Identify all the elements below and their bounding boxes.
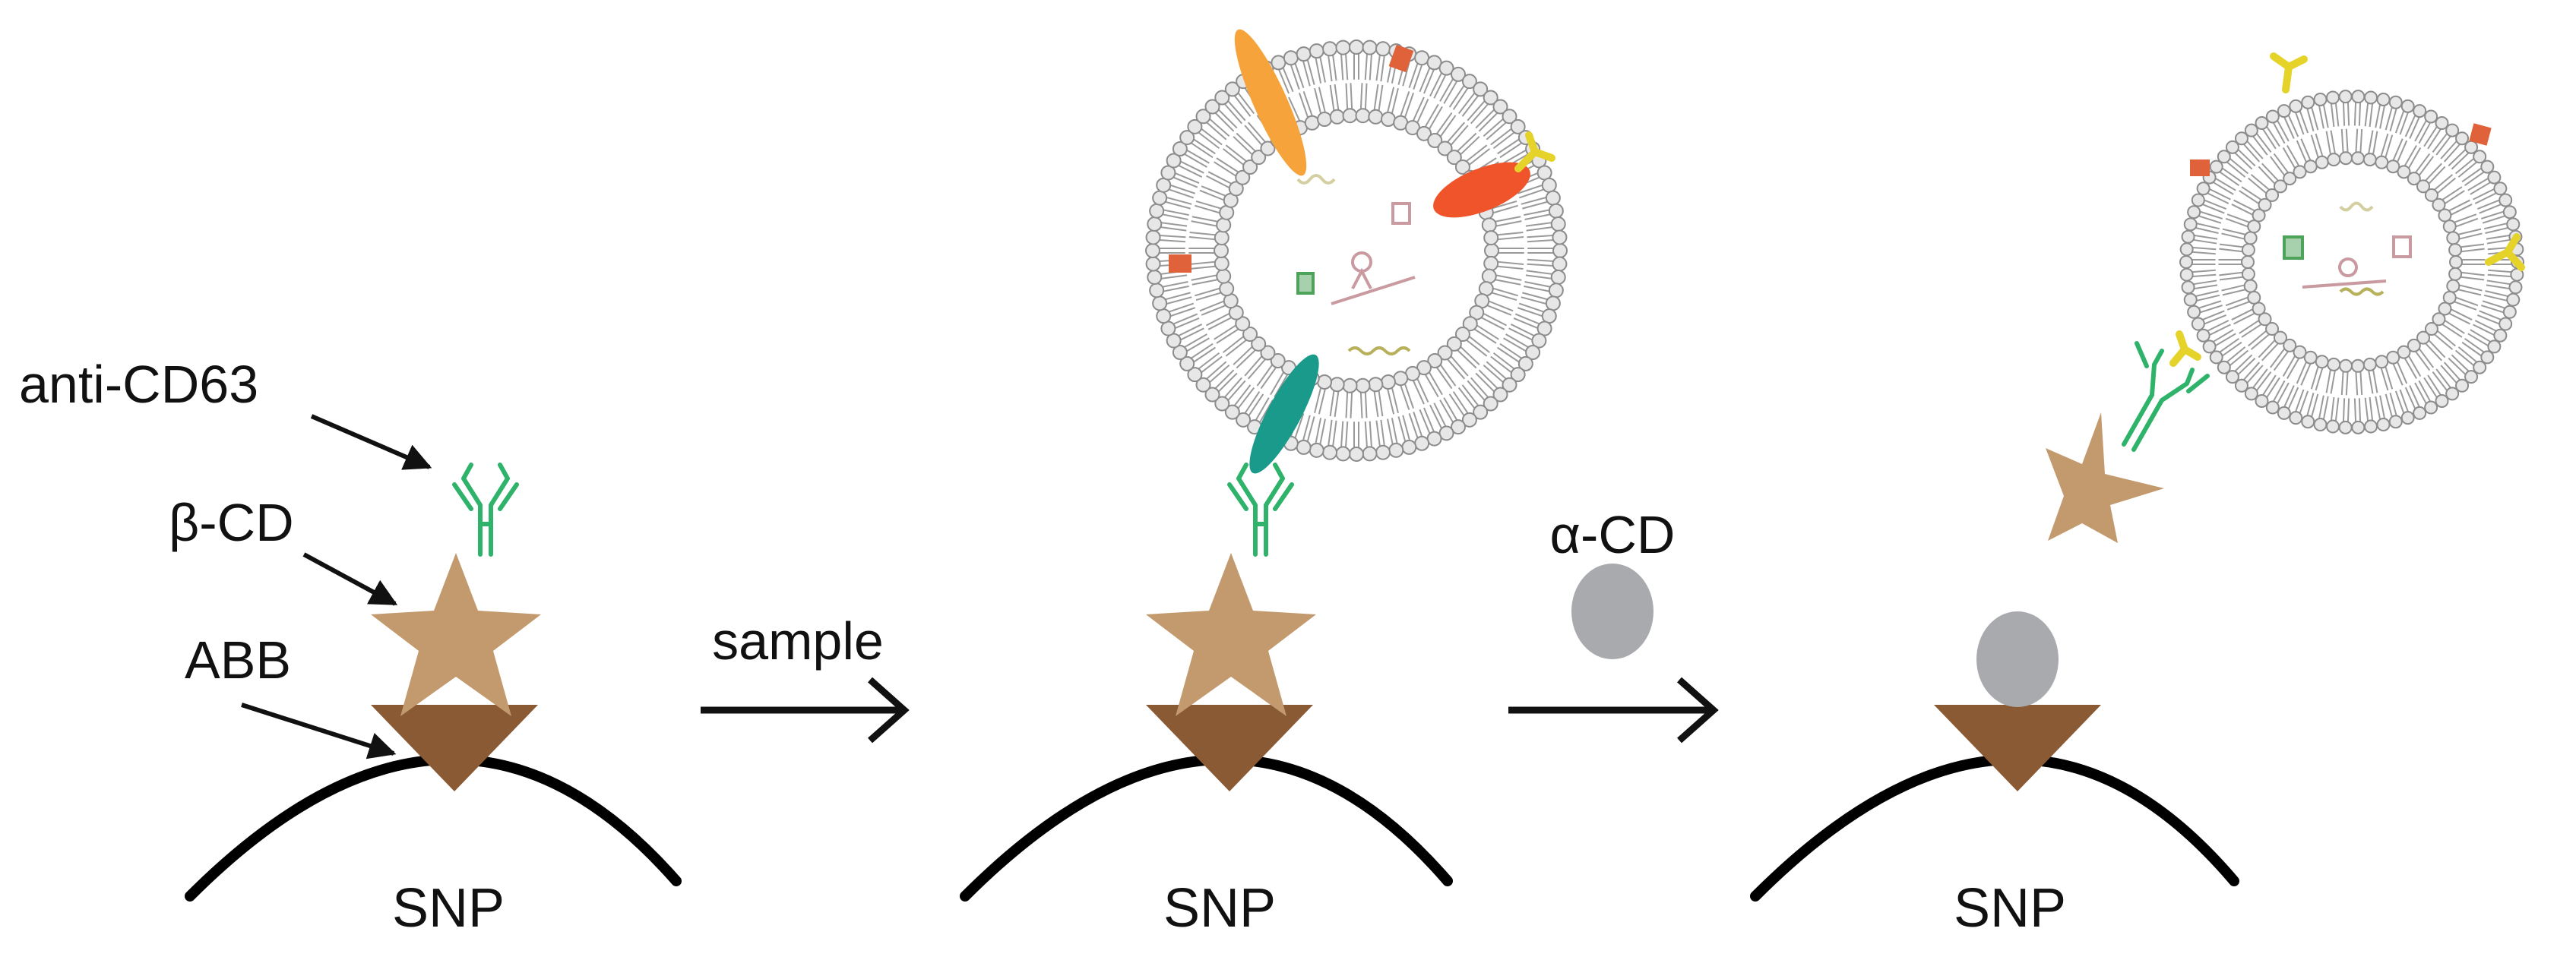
beta-cd-star-1 <box>371 553 541 716</box>
sample-label: sample <box>712 611 884 671</box>
beta-cd-label: β-CD <box>169 493 294 552</box>
anti-cd63-pointer <box>310 414 432 470</box>
abb-linker-2 <box>1146 705 1313 791</box>
abb-label: ABB <box>185 630 291 690</box>
anti-cd63-antibody-3 <box>2122 341 2210 452</box>
membrane-protein-orange <box>1234 29 1307 176</box>
snp-label-2: SNP <box>1163 878 1276 939</box>
small-protein-3b <box>2469 123 2492 146</box>
receptor-yellow-2 <box>1514 131 1555 172</box>
anti-cd63-antibody-2 <box>1227 463 1294 557</box>
receptor-yellow-3a <box>2270 52 2308 93</box>
membrane-protein-teal-cd63 <box>1249 354 1319 474</box>
snp-label-3: SNP <box>1954 878 2066 939</box>
abb-pointer <box>241 703 397 759</box>
snp-surface-3 <box>1750 753 2239 902</box>
alpha-cd-bound <box>1976 611 2059 707</box>
anti-cd63-label: anti-CD63 <box>19 355 258 414</box>
step-arrow-alpha-cd: α-CD <box>1508 505 1719 744</box>
snp-surface-1 <box>185 753 682 902</box>
membrane-protein-red <box>1433 162 1530 218</box>
snp-surface-2 <box>960 753 1453 902</box>
panel-1: SNP anti-CD63 β-CD ABB <box>19 355 682 939</box>
vesicle-cargo-2 <box>1296 174 1416 355</box>
panel-2: SNP <box>960 29 1568 939</box>
small-protein-3a <box>2190 159 2210 176</box>
beta-cd-pointer <box>302 552 398 606</box>
exosome-vesicle-released <box>2179 90 2524 434</box>
alpha-cd-free <box>1571 564 1654 659</box>
beta-cd-star-2 <box>1146 553 1316 716</box>
snp-label-1: SNP <box>392 878 505 939</box>
alpha-cd-label: α-CD <box>1550 505 1676 564</box>
beta-cd-star-released <box>2046 412 2164 543</box>
receptor-yellow-3c <box>2169 330 2201 367</box>
small-protein-2b <box>1169 254 1191 273</box>
abb-linker-3 <box>1934 705 2101 791</box>
vesicle-cargo-3 <box>2283 201 2412 296</box>
exosome-vesicle-bound <box>1145 39 1568 462</box>
step-arrow-sample: sample <box>701 611 910 744</box>
anti-cd63-antibody-1 <box>452 463 519 557</box>
panel-3: SNP <box>1750 52 2525 939</box>
receptor-yellow-3b <box>2485 233 2525 271</box>
abb-linker-1 <box>371 705 538 791</box>
small-protein-2a <box>1388 44 1414 73</box>
